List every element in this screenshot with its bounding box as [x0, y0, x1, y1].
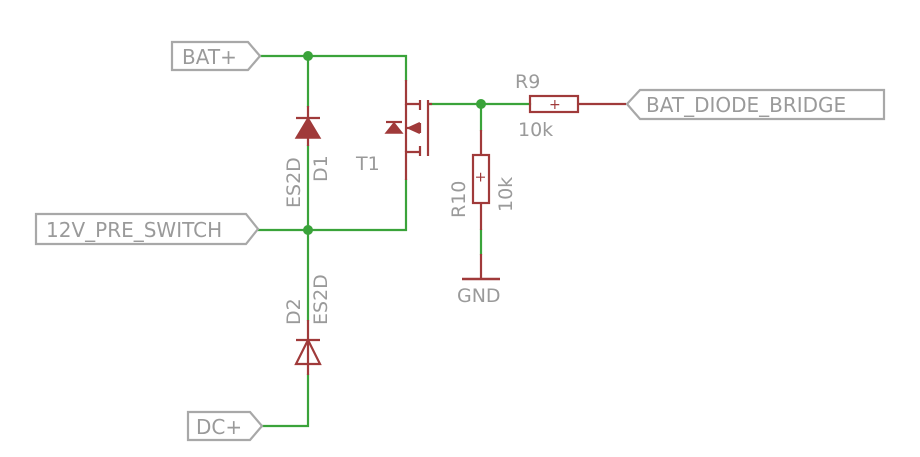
port-bat-plus: BAT+ — [170, 40, 262, 72]
mosfet-t1 — [384, 80, 432, 180]
r10-name-label: R10 — [448, 181, 470, 218]
r9-name-label: R9 — [515, 71, 540, 93]
wire-bat-plus — [256, 54, 408, 82]
gnd-symbol — [462, 254, 500, 281]
resistor-r10: + — [471, 130, 491, 230]
t1-name-label: T1 — [355, 153, 380, 175]
diode-d2 — [294, 320, 322, 375]
wire-pre-switch — [256, 178, 408, 232]
junction-pre-switch — [303, 225, 313, 235]
diode-d1 — [294, 106, 322, 146]
port-bat-diode-bridge: BAT_DIODE_BRIDGE — [625, 88, 886, 121]
r9-value-label: 10k — [518, 119, 553, 141]
wire-d2-bottom — [260, 373, 310, 428]
d1-value-label: ES2D — [283, 157, 305, 208]
resistor-r9: + — [528, 94, 626, 114]
port-12v-pre-switch: 12V_PRE_SWITCH — [34, 212, 260, 246]
svg-text:BAT_DIODE_BRIDGE: BAT_DIODE_BRIDGE — [646, 93, 846, 117]
r10-value-label: 10k — [495, 177, 517, 212]
d2-value-label: ES2D — [310, 274, 332, 325]
svg-text:DC+: DC+ — [196, 415, 242, 439]
wires — [256, 54, 532, 428]
junction-gate — [476, 99, 486, 109]
port-dc-plus: DC+ — [186, 410, 264, 442]
junction-bat — [303, 51, 313, 61]
svg-text:+: + — [473, 171, 489, 183]
d1-name-label: D1 — [310, 155, 332, 182]
svg-text:12V_PRE_SWITCH: 12V_PRE_SWITCH — [46, 218, 222, 242]
d2-name-label: D2 — [283, 298, 305, 325]
gnd-label: GND — [457, 285, 501, 307]
svg-text:BAT+: BAT+ — [182, 45, 237, 69]
svg-text:+: + — [549, 97, 561, 113]
